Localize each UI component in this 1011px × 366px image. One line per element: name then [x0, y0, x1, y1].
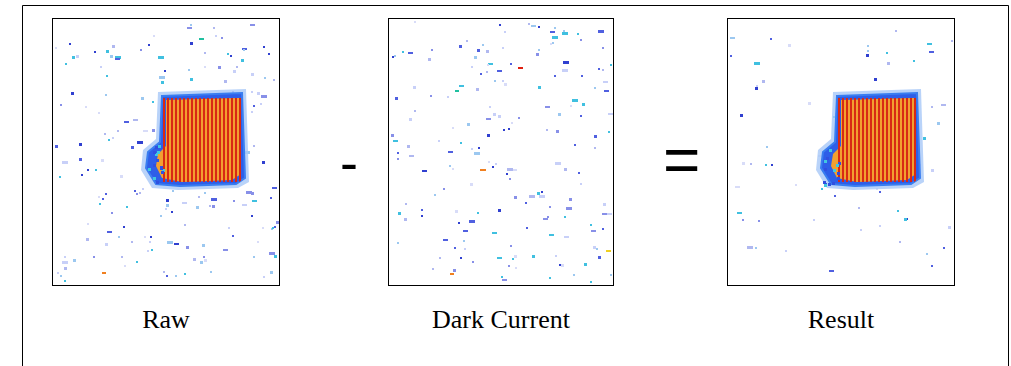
image-panel: Raw	[52, 18, 280, 286]
raw-image	[52, 18, 280, 286]
panel-caption: Result	[808, 305, 874, 335]
result-image	[727, 18, 955, 286]
panel-caption: Raw	[142, 305, 190, 335]
panel-caption: Dark Current	[432, 305, 570, 335]
minus-sign: -	[340, 135, 358, 189]
image-panel: Result	[727, 18, 955, 286]
equals-sign: =	[663, 128, 700, 192]
dark-current-image	[388, 18, 614, 286]
image-panel: Dark Current	[388, 18, 614, 286]
